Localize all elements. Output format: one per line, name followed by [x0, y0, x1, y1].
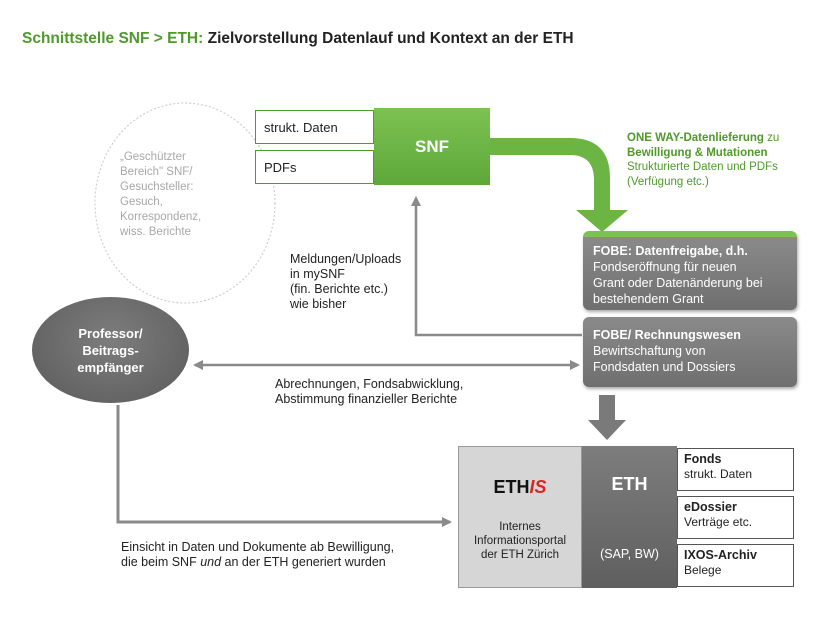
- snf-input-pdfs: PDFs: [255, 150, 374, 184]
- einsicht-arrow: [116, 405, 452, 527]
- professor-ellipse: Professor/ Beitrags- empfänger: [32, 297, 189, 403]
- ethis-title: ETHIS: [493, 477, 547, 497]
- meldungen-arrow: [411, 196, 582, 337]
- snf-input-struct-data: strukt. Daten: [255, 110, 374, 144]
- einsicht-text: Einsicht in Daten und Dokumente ab Bewil…: [121, 540, 395, 569]
- edossier-box: eDossier Verträge etc.: [677, 496, 794, 539]
- fobe-to-eth-arrow: [588, 395, 626, 440]
- meldungen-text: Meldungen/Uploads in mySNF (fin. Bericht…: [290, 252, 402, 311]
- oneway-delivery-text: ONE WAY-Datenlieferung zu Bewilligung & …: [627, 132, 780, 188]
- oneway-green-arrow: [490, 138, 628, 232]
- ixos-archiv-box: IXOS-Archiv Belege: [677, 544, 794, 587]
- snf-box: SNF: [374, 108, 490, 185]
- abrechnungen-text: Abrechnungen, Fondsabwicklung, Abstimmun…: [275, 377, 464, 406]
- eth-sap-box: ETH (SAP, BW): [582, 446, 677, 588]
- page-title: Schnittstelle SNF > ETH: Zielvorstellung…: [22, 30, 574, 47]
- protected-area-text: „Geschützter Bereich" SNF/ Gesuchsteller…: [120, 151, 202, 238]
- fobe-rechnungswesen-box: FOBE/ Rechnungswesen Bewirtschaftung von…: [583, 317, 797, 387]
- fobe-datenfreigabe-box: FOBE: Datenfreigabe, d.h. Fondseröffnung…: [583, 231, 797, 310]
- ethis-description: Internes Informationsportal der ETH Züri…: [473, 521, 567, 561]
- eth-label: ETH: [611, 474, 648, 494]
- eth-sub-label: (SAP, BW): [600, 547, 659, 561]
- fonds-box: Fonds strukt. Daten: [677, 448, 794, 491]
- ethis-portal-box: ETHIS Internes Informationsportal der ET…: [458, 446, 582, 588]
- protected-area-circle: [94, 102, 276, 304]
